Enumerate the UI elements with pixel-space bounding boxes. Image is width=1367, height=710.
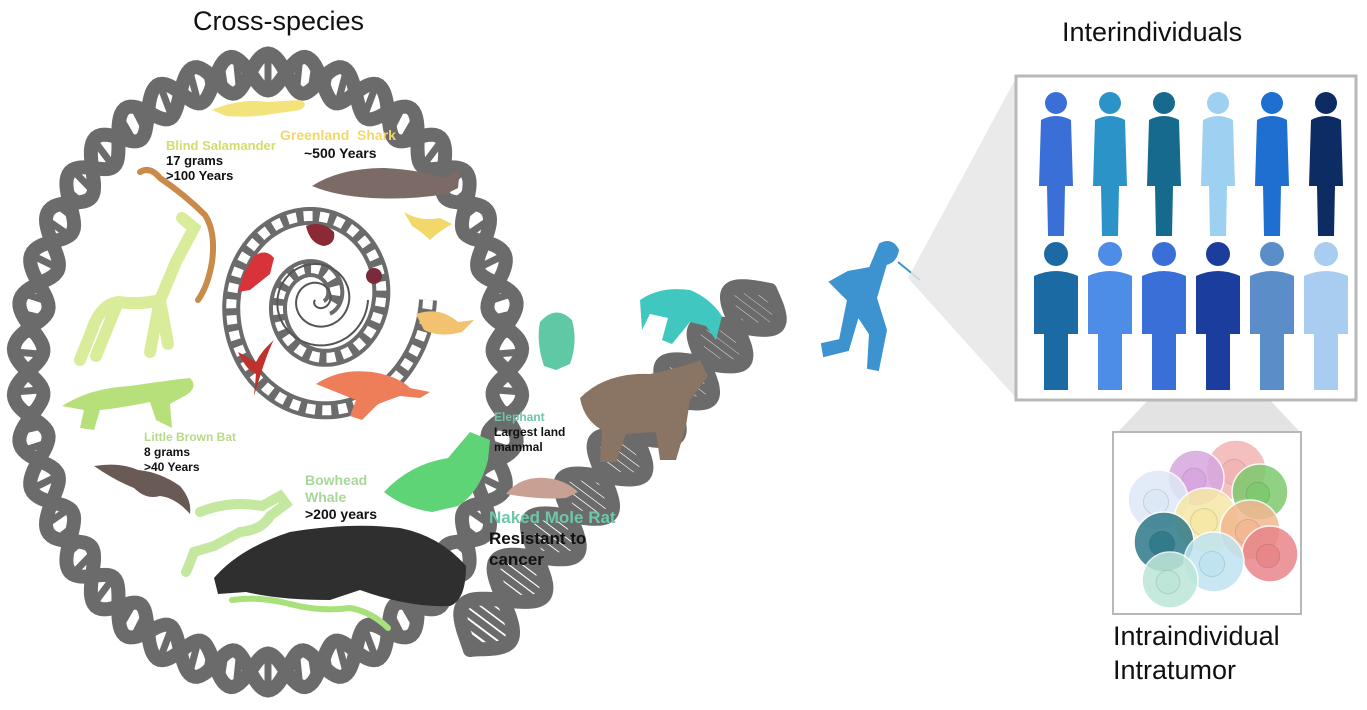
plant-icon — [238, 340, 274, 396]
little-brown-bat-lifespan: >40 Years — [144, 460, 200, 474]
antelope-icon — [181, 489, 293, 577]
blind-salamander-icon — [137, 167, 217, 303]
elephant-icon — [580, 360, 708, 462]
frog-icon — [238, 252, 274, 292]
dinosaur-icon — [316, 371, 430, 420]
naked-mole-rat-line-1: Resistant to — [489, 529, 587, 548]
bowhead-whale-lifespan: >200 years — [305, 506, 378, 522]
bird-icon — [404, 212, 452, 240]
little-brown-bat-label: Little Brown Bat 8 grams >40 Years — [144, 430, 236, 475]
cross-species-title: Cross-species — [193, 6, 365, 36]
blind-salamander-label: Blind Salamander 17 grams >100 Years — [166, 138, 276, 183]
beetle-icon — [416, 311, 474, 335]
lion-icon — [62, 378, 194, 430]
bowhead-whale-icon — [214, 525, 466, 607]
elephant-name: Elephant — [494, 410, 545, 424]
cell-cluster-icon — [366, 268, 382, 284]
ape-icon — [640, 289, 722, 344]
greenland-shark-label: Greenland Shark ~500 Years — [280, 126, 396, 162]
greenland-shark-lifespan: ~500 Years — [304, 145, 377, 161]
bowhead-whale-name-1: Bowhead — [305, 472, 368, 488]
blind-salamander-name: Blind Salamander — [166, 138, 276, 153]
blind-salamander-weight: 17 grams — [166, 153, 224, 168]
snake-icon — [229, 595, 391, 631]
species-silhouettes — [62, 100, 921, 631]
dna-inner-spiral — [222, 207, 437, 420]
giraffe-icon — [74, 212, 202, 366]
wolf-icon — [384, 432, 490, 512]
tardigrade-icon — [306, 224, 335, 246]
intraindividual-title: Intraindividual Intratumor — [1113, 619, 1280, 687]
greenland-shark-name: Greenland Shark — [280, 127, 396, 143]
bowhead-whale-label: Bowhead Whale >200 years — [305, 472, 377, 523]
interindividuals-panel — [1014, 74, 1358, 402]
zoom-funnels — [908, 78, 1300, 432]
intraindividual-label: Intraindividual — [1113, 621, 1280, 651]
naked-mole-rat-icon — [506, 477, 578, 499]
elephant-line-2: mammal — [494, 440, 543, 454]
naked-mole-rat-line-2: cancer — [489, 550, 544, 569]
naked-mole-rat-name: Naked Mole Rat — [489, 508, 616, 527]
little-brown-bat-weight: 8 grams — [144, 445, 191, 459]
penguin-icon — [538, 312, 575, 370]
blind-salamander-lifespan: >100 Years — [166, 168, 234, 183]
greenland-shark-icon — [312, 168, 460, 199]
intratumor-label: Intratumor — [1113, 655, 1237, 685]
elephant-line-1: Largest land — [494, 425, 566, 439]
intratumor-panel — [1112, 431, 1302, 615]
little-brown-bat-icon — [94, 464, 191, 514]
interindividuals-title: Interindividuals — [1062, 17, 1243, 47]
human-running-icon — [820, 241, 921, 372]
salamander-top-icon — [212, 100, 305, 117]
naked-mole-rat-label: Naked Mole Rat Resistant to cancer — [489, 507, 616, 570]
bowhead-whale-name-2: Whale — [305, 489, 347, 505]
elephant-label: Elephant Largest land mammal — [494, 410, 565, 455]
little-brown-bat-name: Little Brown Bat — [144, 430, 236, 444]
